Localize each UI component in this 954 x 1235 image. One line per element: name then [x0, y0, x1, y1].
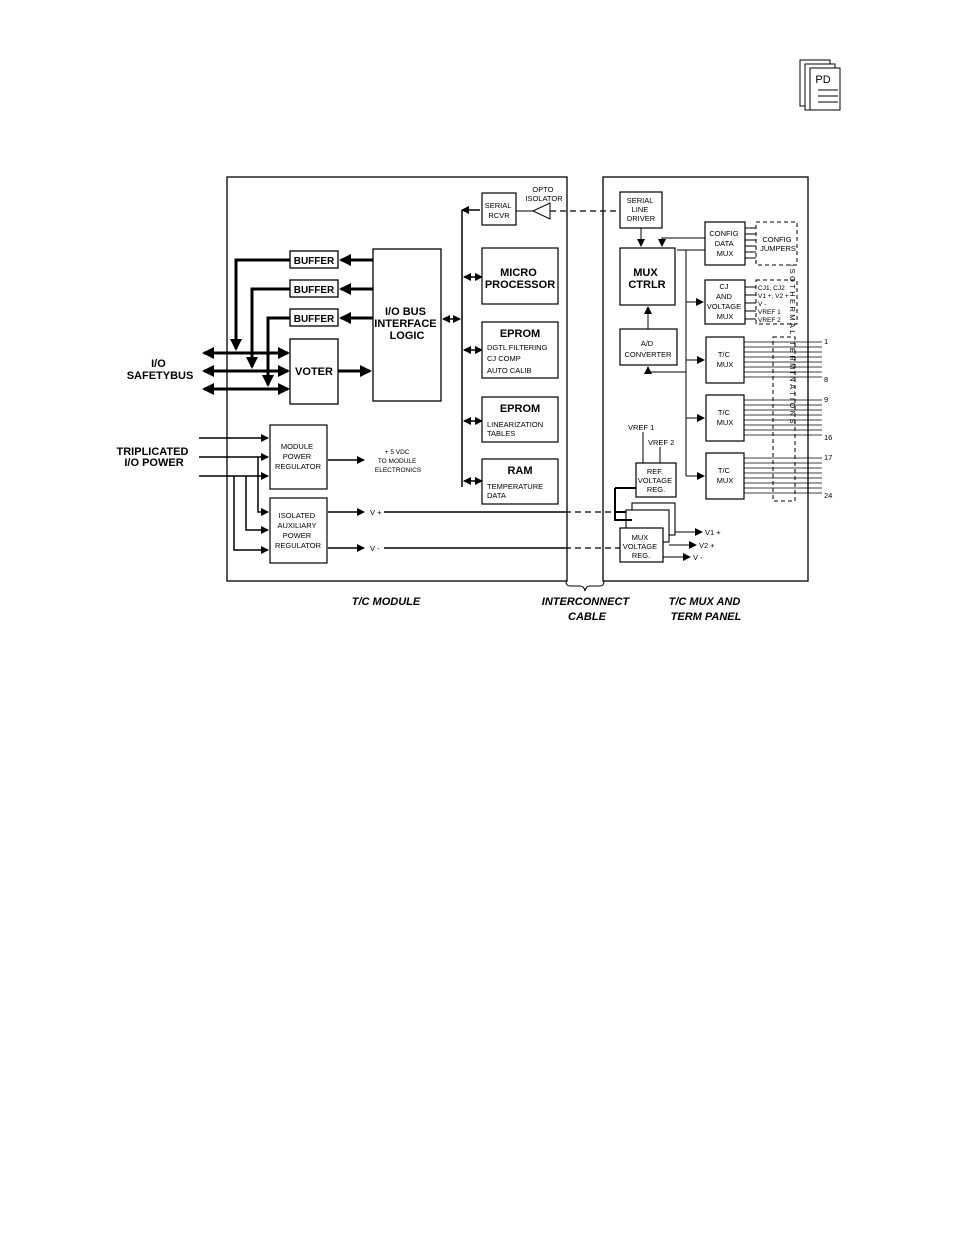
- eprom-title: EPROM: [500, 328, 540, 340]
- voter-label: VOTER: [295, 366, 333, 378]
- config-jumpers-block: CONFIG JUMPERS: [755, 221, 798, 266]
- buffer-block-2: BUFFER: [289, 279, 339, 298]
- v1-plus-output: V1 +: [705, 528, 721, 537]
- power-input-lines: [199, 434, 365, 554]
- eprom-filtering-block: EPROM DGTL FILTERING CJ COMP AUTO CALIB: [481, 321, 559, 379]
- module-power-label: MODULE POWER REGULATOR: [275, 442, 322, 471]
- serial-rcvr-label: SERIAL RCVR: [485, 201, 514, 220]
- ram-title: RAM: [507, 465, 532, 477]
- io-bus-interface-logic-block: I/O BUS INTERFACE LOGIC: [372, 248, 442, 402]
- vref1-label: VREF 1: [628, 423, 654, 432]
- microprocessor-label: MICRO PROCESSOR: [485, 267, 555, 291]
- voter-block: VOTER: [289, 338, 339, 405]
- regulator-outputs: [663, 528, 703, 561]
- term-panel-wiring: [637, 227, 756, 480]
- terminal-numbers: 1 8 9 16 17 24: [824, 337, 832, 500]
- vref2-label: VREF 2: [648, 438, 674, 447]
- interconnect-caption: INTERCONNECT CABLE: [542, 596, 632, 623]
- serial-line-driver-block: SERIAL LINE DRIVER: [619, 191, 663, 229]
- buffer-label: BUFFER: [294, 285, 335, 296]
- isothermal-terminations-strip: ISOTHERMAL TERMINATIONS: [772, 264, 797, 502]
- tc-mux-label: T/C MUX: [717, 466, 734, 485]
- terminal-number: 1: [824, 337, 828, 346]
- term-power-bus: [614, 487, 636, 521]
- interconnect-lines: [384, 210, 620, 592]
- tc-module-caption: T/C MODULE: [352, 596, 421, 608]
- triplicated-power-label: TRIPLICATED I/O POWER: [117, 446, 192, 469]
- v-minus-label: V -: [370, 544, 380, 553]
- ref-reg-label: REF. VOLTAGE REG.: [638, 467, 674, 494]
- terminal-wires: [744, 341, 822, 494]
- terminal-number: 8: [824, 375, 828, 384]
- buffer-block-3: BUFFER: [289, 308, 339, 327]
- safetybus-lines: [202, 254, 373, 395]
- eprom-title: EPROM: [500, 403, 540, 415]
- ad-converter-block: A/D CONVERTER: [619, 328, 678, 366]
- buffer-label: BUFFER: [294, 256, 335, 267]
- io-safetybus-label: I/O SAFETYBUS: [127, 358, 194, 382]
- ref-voltage-regulator-block: REF. VOLTAGE REG.: [635, 462, 677, 498]
- term-panel: [602, 176, 809, 582]
- eprom-linearization-block: EPROM LINEARIZATION TABLES: [481, 396, 559, 443]
- vdc-note: + 5 VDC TO MODULE ELECTRONICS: [375, 449, 422, 474]
- opto-isolator: OPTO ISOLATOR: [516, 185, 563, 220]
- buffer-block-1: BUFFER: [289, 250, 339, 269]
- opto-isolator-label: OPTO ISOLATOR: [525, 185, 563, 203]
- mux-voltage-regulator-stack: MUX VOLTAGE REG.: [619, 502, 676, 563]
- config-data-mux-block: CONFIG DATA MUX: [704, 221, 746, 266]
- mux-ctrlr-block: MUX CTRLR: [619, 247, 676, 306]
- terminal-number: 16: [824, 433, 832, 442]
- terminal-number: 17: [824, 453, 832, 462]
- v-plus-label: V +: [370, 508, 382, 517]
- isothermal-label: ISOTHERMAL TERMINATIONS: [788, 264, 797, 426]
- cj-mux-label: CJ AND VOLTAGE MUX: [707, 282, 743, 321]
- tc-mux-block-3: T/C MUX: [705, 452, 745, 500]
- microprocessor-block: MICRO PROCESSOR: [481, 247, 559, 305]
- internal-bus: [442, 206, 483, 487]
- tc-mux-block-2: T/C MUX: [705, 394, 745, 442]
- v-minus-output: V -: [693, 553, 703, 562]
- serial-driver-label: SERIAL LINE DRIVER: [627, 196, 656, 223]
- term-panel-caption: T/C MUX AND TERM PANEL: [669, 596, 744, 623]
- eprom-contents: LINEARIZATION TABLES: [487, 420, 545, 438]
- buffer-label: BUFFER: [294, 314, 335, 325]
- terminal-number: 9: [824, 395, 828, 404]
- v2-plus-output: V2 +: [699, 541, 715, 550]
- mux-reg-label: MUX VOLTAGE REG.: [623, 533, 659, 560]
- serial-rcvr-block: SERIAL RCVR: [481, 192, 517, 226]
- pdf-icon-label: PD: [815, 74, 830, 86]
- eprom-contents: DGTL FILTERING CJ COMP AUTO CALIB: [487, 343, 550, 375]
- tc-mux-block-1: T/C MUX: [705, 336, 745, 384]
- tc-mux-label: T/C MUX: [717, 350, 734, 369]
- cj-voltage-mux-block: CJ AND VOLTAGE MUX: [704, 279, 746, 325]
- terminal-number: 24: [824, 491, 832, 500]
- config-mux-label: CONFIG DATA MUX: [709, 229, 740, 258]
- config-jumpers-label: CONFIG JUMPERS: [760, 235, 796, 253]
- module-power-regulator-block: MODULE POWER REGULATOR: [269, 424, 328, 490]
- ad-converter-label: A/D CONVERTER: [625, 339, 673, 359]
- tc-mux-label: T/C MUX: [717, 408, 734, 427]
- cj-inputs-list: CJ1, CJ2 V1 +, V2 + V - VREF 1 VREF 2: [758, 285, 791, 324]
- pdf-document-icon: PD: [799, 59, 841, 111]
- io-bus-logic-label: I/O BUS INTERFACE LOGIC: [374, 306, 439, 342]
- tc-module-panel: [226, 176, 568, 582]
- ram-contents: TEMPERATURE DATA: [487, 482, 545, 500]
- isolated-aux-regulator-block: ISOLATED AUXILIARY POWER REGULATOR: [269, 497, 328, 564]
- mux-ctrlr-label: MUX CTRLR: [628, 267, 665, 291]
- cj-inputs-block: CJ1, CJ2 V1 +, V2 + V - VREF 1 VREF 2: [755, 279, 798, 325]
- aux-power-label: ISOLATED AUXILIARY POWER REGULATOR: [275, 511, 322, 550]
- ram-block: RAM TEMPERATURE DATA: [481, 458, 559, 505]
